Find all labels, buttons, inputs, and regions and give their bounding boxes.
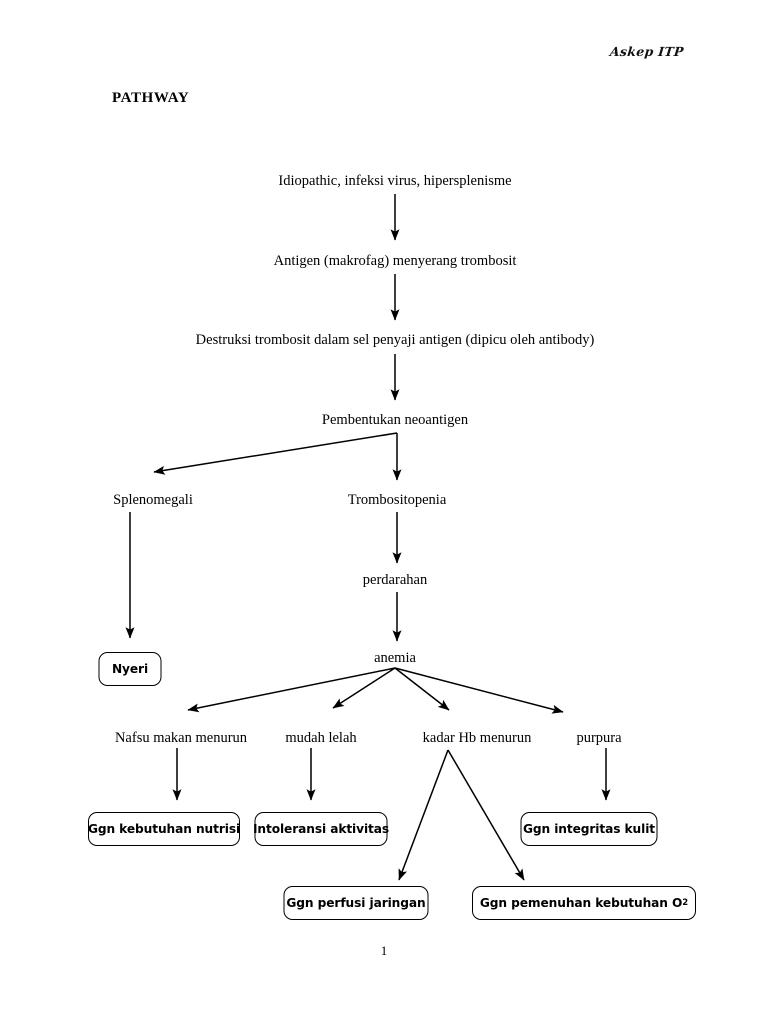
flow-node-kadar-hb: kadar Hb menurun xyxy=(422,730,532,746)
flow-node-destruksi: Destruksi trombosit dalam sel penyaji an… xyxy=(195,332,595,348)
diagnosis-box-nyeri[interactable]: Nyeri xyxy=(98,652,162,686)
flow-node-nafsu-makan: Nafsu makan menurun xyxy=(114,730,248,746)
running-head: Askep ITP xyxy=(609,44,685,59)
flow-node-perdarahan: perdarahan xyxy=(362,572,428,588)
flow-node-etiologi: Idiopathic, infeksi virus, hipersplenism… xyxy=(278,173,512,189)
arrow-anemia-to-mudah-lelah xyxy=(332,667,396,709)
diagnosis-box-nutrisi[interactable]: Ggn kebutuhan nutrisi xyxy=(88,812,240,846)
arrow-neoantigen-to-splenomegali xyxy=(153,432,398,475)
arrow-anemia-to-purpura xyxy=(394,667,564,714)
flow-node-antigen: Antigen (makrofag) menyerang trombosit xyxy=(273,253,517,269)
diagnosis-box-kebutuhan-o2-label: Ggn pemenuhan kebutuhan O xyxy=(479,896,683,910)
flow-node-anemia: anemia xyxy=(374,650,416,666)
arrow-anemia-to-kadar-hb xyxy=(394,667,450,711)
flow-node-purpura: purpura xyxy=(576,730,622,746)
page-number: 1 xyxy=(380,943,388,958)
flow-node-neoantigen: Pembentukan neoantigen xyxy=(321,412,469,428)
diagnosis-box-integritas-kulit[interactable]: Ggn integritas kulit xyxy=(520,812,658,846)
arrow-anemia-to-nafsu-makan xyxy=(187,667,396,713)
page-title: PATHWAY xyxy=(112,90,190,106)
flow-node-mudah-lelah: mudah lelah xyxy=(285,730,357,746)
arrow-kadar-hb-to-kebutuhan-o2 xyxy=(447,749,525,881)
diagnosis-box-perfusi-jaringan[interactable]: Ggn perfusi jaringan xyxy=(283,886,429,920)
flow-node-splenomegali: Splenomegali xyxy=(113,492,193,508)
arrow-kadar-hb-to-perfusi-jaringan xyxy=(398,749,449,881)
flow-node-trombositopenia: Trombositopenia xyxy=(347,492,447,508)
diagnosis-box-intoleransi[interactable]: Intoleransi aktivitas xyxy=(253,812,389,846)
